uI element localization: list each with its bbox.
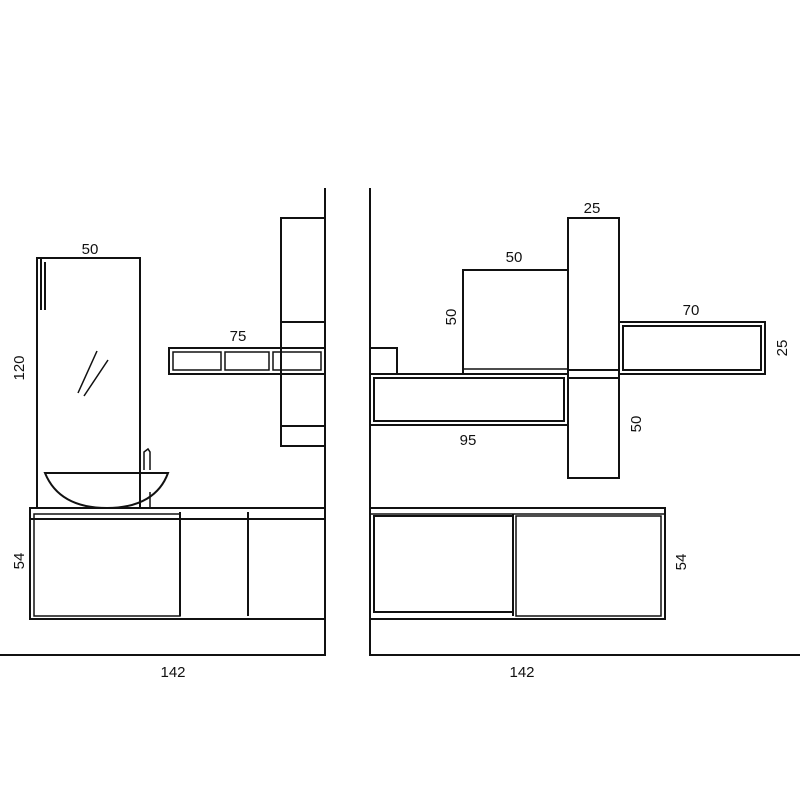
left-base-cabinet (29, 507, 326, 620)
column-lower-height-label: 50 (628, 416, 645, 433)
left-elevation: 50 120 75 54 142 (0, 188, 326, 681)
right-cabinet-height-label: 54 (673, 554, 690, 571)
left-mirror-height-label: 120 (11, 355, 28, 380)
right-shelf-height-label: 25 (774, 340, 791, 357)
right-box-height-label: 50 (443, 309, 460, 326)
right-total-width-label: 142 (509, 664, 534, 681)
right-shelf-width-label: 70 (683, 302, 700, 319)
right-column-width-label: 25 (584, 200, 601, 217)
right-tall-column (567, 217, 620, 479)
left-cabinet-height-label: 54 (11, 553, 28, 570)
mirror (36, 257, 141, 509)
left-shelf-width-label: 75 (230, 328, 247, 345)
long-shelf-width-label: 95 (460, 432, 477, 449)
right-wall-and-floor (369, 188, 800, 656)
left-total-width-label: 142 (160, 664, 185, 681)
left-open-shelf (168, 347, 326, 375)
right-shelf (618, 321, 766, 375)
left-mirror-width-label: 50 (82, 241, 99, 258)
right-elevation: 25 50 50 70 25 95 50 54 142 (369, 188, 800, 681)
left-tall-column (280, 217, 326, 447)
vessel-basin (43, 447, 170, 510)
long-shelf (369, 373, 569, 426)
small-cube (369, 347, 398, 375)
right-box-width-label: 50 (506, 249, 523, 266)
right-base-cabinet (369, 507, 666, 620)
wall-box (462, 269, 569, 375)
